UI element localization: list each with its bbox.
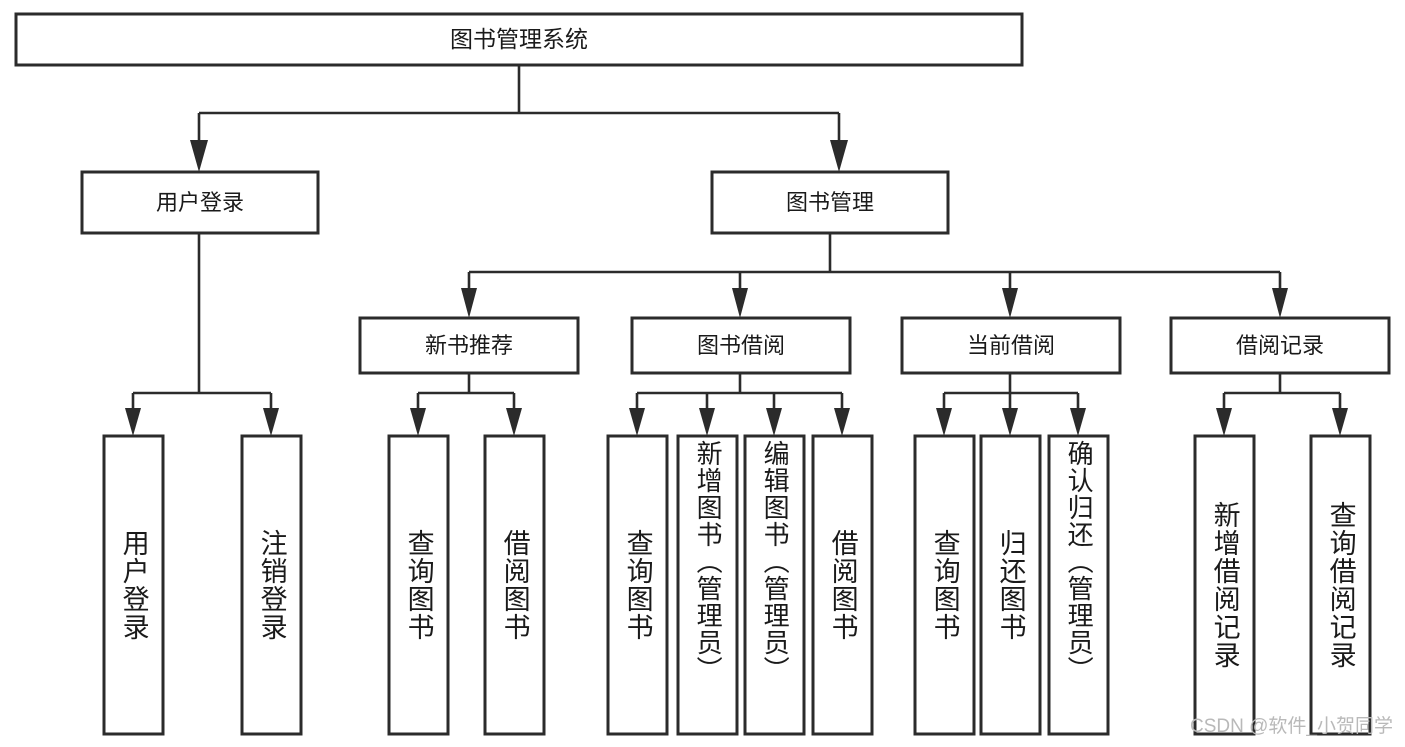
node-book-borrow-box[interactable] [630,316,852,375]
node-current-borrow[interactable]: 当前借阅 [900,316,1122,375]
watermark-text: CSDN @软件_小贺同学 [1190,716,1393,737]
arrow-head-book-manage [830,140,848,172]
connector-group-borrow-record [1216,373,1348,436]
arrow-head-leaf-query-book-3 [936,408,952,436]
leaf-box-edit-book[interactable] [743,434,806,736]
arrow-head-leaf-confirm-return [1070,408,1086,436]
arrow-head-user-login [190,140,208,172]
arrow-head-book-borrow [732,288,748,318]
node-book-manage-label: 图书管理 [786,190,874,215]
leaf-box-confirm-return[interactable] [1047,434,1110,736]
arrow-head-leaf-query-record [1332,408,1348,436]
arrow-head-borrow-record [1272,288,1288,318]
arrow-head-leaf-user-login [125,408,141,436]
node-root[interactable]: 图书管理系统 [14,12,1024,67]
node-borrow-record-box[interactable] [1169,316,1391,375]
leaf-box-return-book[interactable] [979,434,1042,736]
node-current-borrow-label: 当前借阅 [967,333,1055,358]
node-book-manage[interactable]: 图书管理 [710,170,950,235]
arrow-head-leaf-edit-book [766,408,782,436]
node-new-book-recommend-label: 新书推荐 [425,333,513,358]
leaf-box-borrow-book-1[interactable] [483,434,546,736]
node-user-login-box[interactable] [80,170,320,235]
connector-group-user-login [125,233,279,436]
node-user-login[interactable]: 用户登录 [80,170,320,235]
leaf-box-user-login[interactable] [102,434,165,736]
arrow-head-leaf-query-book-2 [629,408,645,436]
arrow-head-leaf-add-record [1216,408,1232,436]
arrow-head-leaf-return-book [1002,408,1018,436]
node-borrow-record-label: 借阅记录 [1236,333,1324,358]
arrow-head-leaf-borrow-book-2 [834,408,850,436]
connector-group-current-borrow [936,373,1086,436]
leaf-box-add-book[interactable] [676,434,739,736]
arrow-head-leaf-query-book-1 [410,408,426,436]
connector-group-new-book-recommend [410,373,522,436]
arrow-head-leaf-borrow-book-1 [506,408,522,436]
leaf-box-query-book-3[interactable] [913,434,976,736]
node-book-borrow-label: 图书借阅 [697,333,785,358]
connector-group-root [190,65,848,172]
node-current-borrow-box[interactable] [900,316,1122,375]
arrow-head-leaf-user-logout [263,408,279,436]
leaf-box-user-logout[interactable] [240,434,303,736]
arrow-head-current-borrow [1002,288,1018,318]
connector-group-book-manage [461,233,1288,318]
node-user-login-label: 用户登录 [156,190,244,215]
leaf-box-borrow-book-2[interactable] [811,434,874,736]
node-book-manage-box[interactable] [710,170,950,235]
node-new-book-recommend-box[interactable] [358,316,580,375]
node-borrow-record[interactable]: 借阅记录 [1169,316,1391,375]
node-root-label: 图书管理系统 [450,26,588,52]
arrow-head-new-book-recommend [461,288,477,318]
leaf-box-query-book-1[interactable] [387,434,450,736]
arrow-head-leaf-add-book [699,408,715,436]
leaf-box-query-book-2[interactable] [606,434,669,736]
node-root-box[interactable] [14,12,1024,67]
leaf-boxes [102,434,1372,736]
node-new-book-recommend[interactable]: 新书推荐 [358,316,580,375]
leaf-box-add-record[interactable] [1193,434,1256,736]
connector-group-book-borrow [629,373,850,436]
leaf-box-query-record[interactable] [1309,434,1372,736]
node-book-borrow[interactable]: 图书借阅 [630,316,852,375]
